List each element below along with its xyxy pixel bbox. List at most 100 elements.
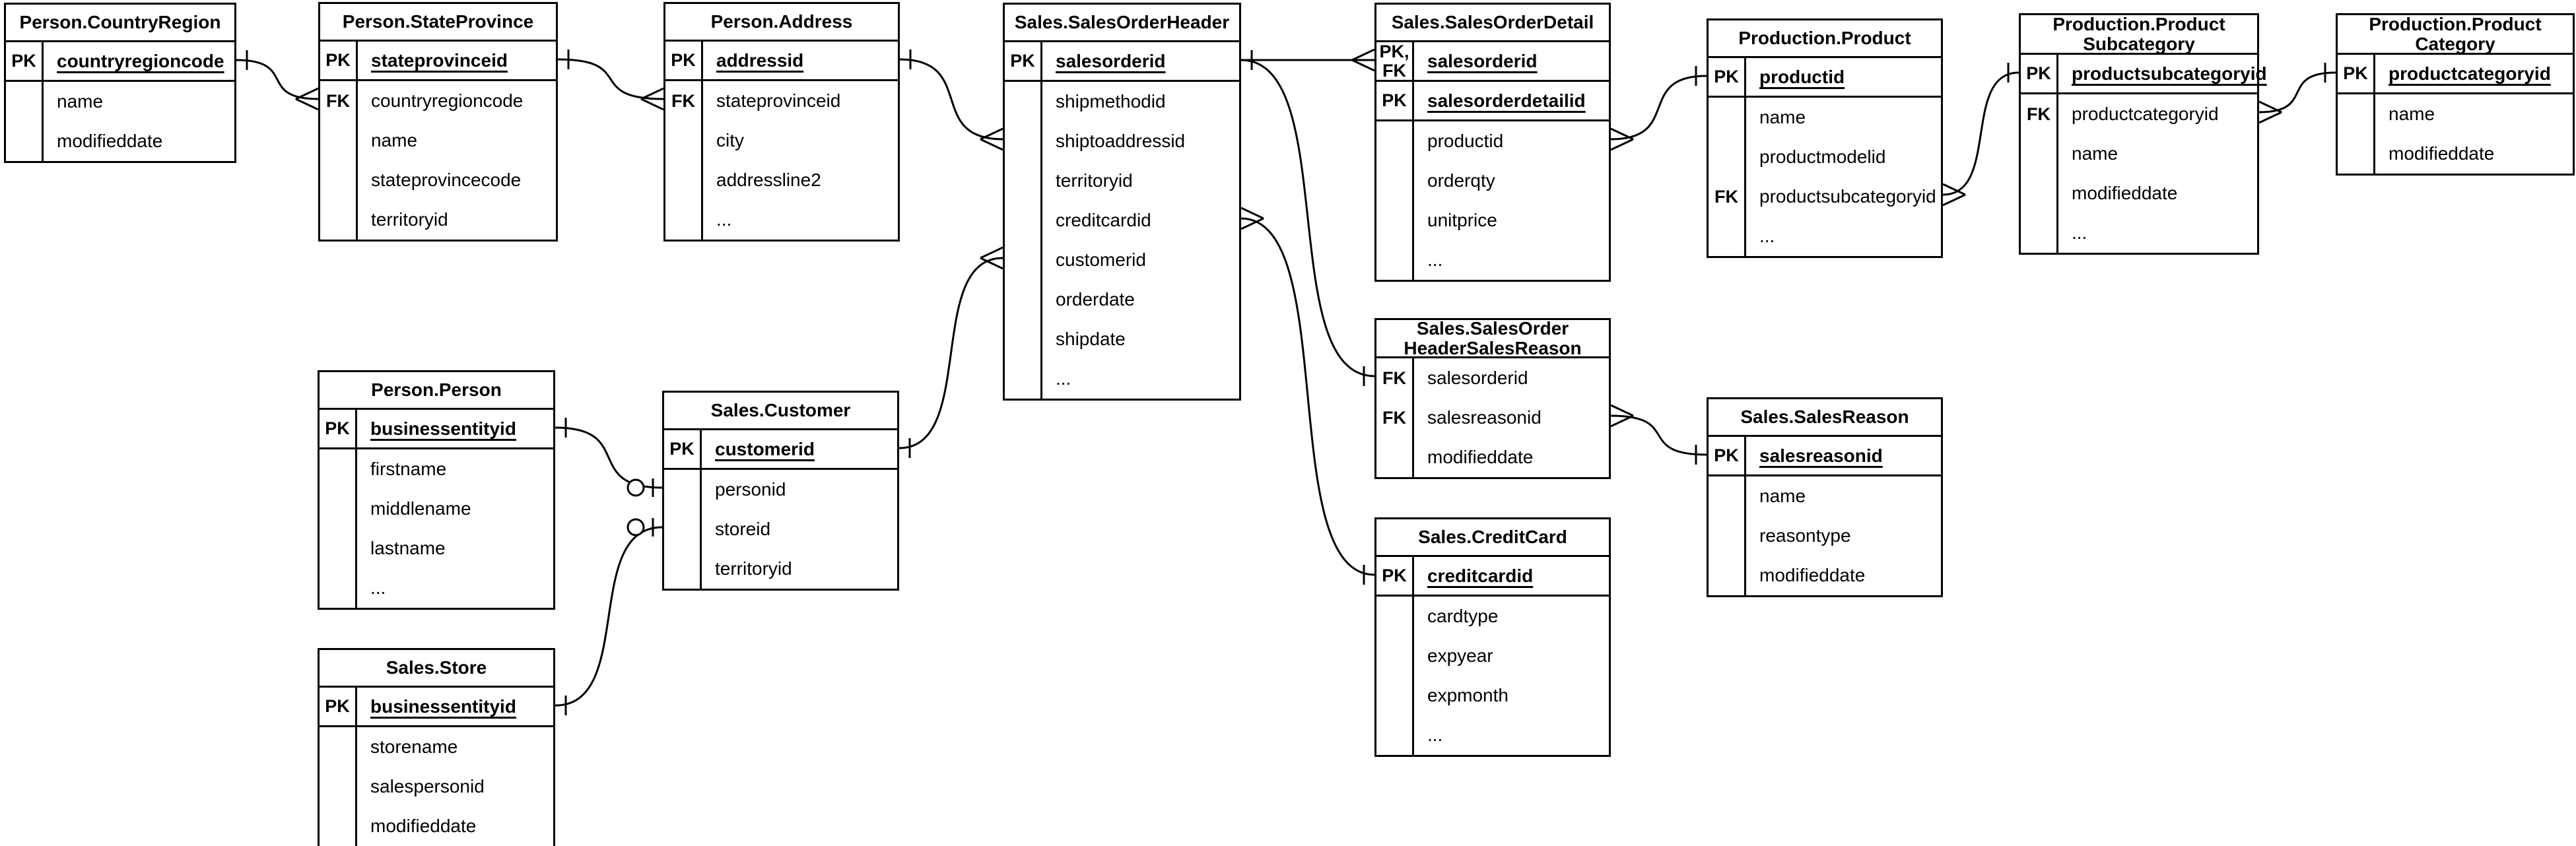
key-label — [1005, 201, 1042, 240]
key-label: PK — [1376, 557, 1414, 595]
field-name: countryregioncode — [57, 50, 224, 71]
field-name: stateprovinceid — [371, 49, 508, 71]
relationship-line[interactable] — [898, 257, 1003, 449]
field-name: ... — [716, 209, 732, 230]
relationship-salesorderdetail-product[interactable] — [1610, 66, 1707, 151]
key-label: FK — [665, 81, 703, 121]
field-name: orderqty — [1427, 170, 1495, 191]
field-name: addressline2 — [716, 170, 821, 190]
table-row: modifieddate — [6, 121, 234, 161]
table-title: Person.Address — [665, 4, 898, 42]
relationship-salesorderheader-creditcard[interactable] — [1240, 207, 1375, 585]
field-name: customerid — [1056, 249, 1146, 270]
field-name: expyear — [1427, 645, 1493, 666]
relationship-line[interactable] — [1942, 71, 2019, 196]
table-row: name — [1709, 476, 1941, 516]
key-label — [1709, 516, 1746, 556]
field-name: territoryid — [1056, 170, 1133, 191]
table-row: creditcardid — [1005, 201, 1239, 240]
field-name: shipdate — [1056, 329, 1126, 349]
relationship-productsubcategory-productcategory[interactable] — [2258, 63, 2336, 124]
field-name: salesorderid — [1427, 50, 1538, 71]
cardinality-marker — [980, 127, 1003, 141]
cardinality-marker — [1610, 138, 1634, 151]
relationship-person-customer[interactable] — [555, 418, 663, 497]
relationship-stateprovince-address[interactable] — [557, 49, 664, 111]
relationship-line[interactable] — [899, 58, 1003, 141]
relationship-line[interactable] — [1240, 59, 1375, 377]
field-name: businessentityid — [370, 418, 516, 439]
key-label — [1376, 240, 1414, 280]
relationship-store-customer[interactable] — [555, 518, 663, 715]
field-name: creditcardid — [1427, 565, 1534, 586]
field-name: name — [1759, 486, 1806, 506]
table-title-line: Sales.Customer — [710, 400, 851, 421]
key-label: PK — [320, 688, 357, 725]
relationship-line[interactable] — [555, 526, 663, 707]
cardinality-marker — [980, 246, 1003, 259]
table-row: name — [320, 121, 556, 160]
table-row: PK creditcardid — [1376, 557, 1609, 597]
relationship-countryregion-stateprovince[interactable] — [236, 50, 319, 111]
relationship-address-salesorderheader[interactable] — [899, 49, 1003, 151]
field-name: ... — [1427, 725, 1443, 745]
relationship-salesorderheader-headersalesreason[interactable] — [1240, 59, 1375, 386]
field-name: creditcardid — [1056, 210, 1151, 230]
cardinality-marker — [1610, 127, 1634, 141]
relationship-product-productsubcategory[interactable] — [1942, 63, 2019, 207]
field-name: cardtype — [1427, 606, 1499, 626]
key-label — [665, 160, 703, 200]
table-row: name — [2338, 94, 2573, 134]
field-name: productsubcategoryid — [2072, 63, 2267, 84]
table-title-line: Sales.CreditCard — [1418, 527, 1567, 548]
cardinality-marker — [295, 87, 319, 100]
key-label — [320, 121, 358, 160]
table-title-line: Subcategory — [2083, 33, 2195, 54]
relationship-salesorderheader-salesorderdetail[interactable] — [1241, 48, 1375, 72]
relationship-customer-salesorderheader[interactable] — [898, 246, 1003, 458]
cardinality-marker — [1240, 217, 1264, 230]
key-label — [1005, 82, 1042, 121]
key-label — [664, 509, 702, 549]
field-name: businessentityid — [370, 696, 516, 717]
key-label — [1005, 359, 1042, 399]
relationship-line[interactable] — [1240, 217, 1375, 576]
field-name: modifieddate — [2389, 143, 2495, 164]
table-row: cardtype — [1376, 597, 1609, 636]
table-title: Sales.SalesOrderDetail — [1376, 5, 1609, 42]
relationship-line[interactable] — [555, 426, 663, 489]
relationship-line[interactable] — [1610, 75, 1707, 141]
cardinality-marker — [295, 98, 319, 111]
cardinality-marker — [1351, 48, 1375, 61]
field-name: modifieddate — [370, 816, 477, 836]
table-row: ... — [1376, 240, 1609, 280]
field-name: salesreasonid — [1759, 445, 1883, 466]
field-name: productmodelid — [1759, 146, 1886, 167]
table-row: modifieddate — [320, 806, 553, 846]
key-label: FK — [1376, 358, 1414, 398]
table-title-line: Production.Product — [1738, 28, 1911, 49]
key-label — [664, 470, 702, 509]
relationship-line[interactable] — [1610, 414, 1707, 456]
relationship-line[interactable] — [557, 58, 664, 100]
relationship-headersalesreason-salesreason[interactable] — [1610, 404, 1707, 465]
